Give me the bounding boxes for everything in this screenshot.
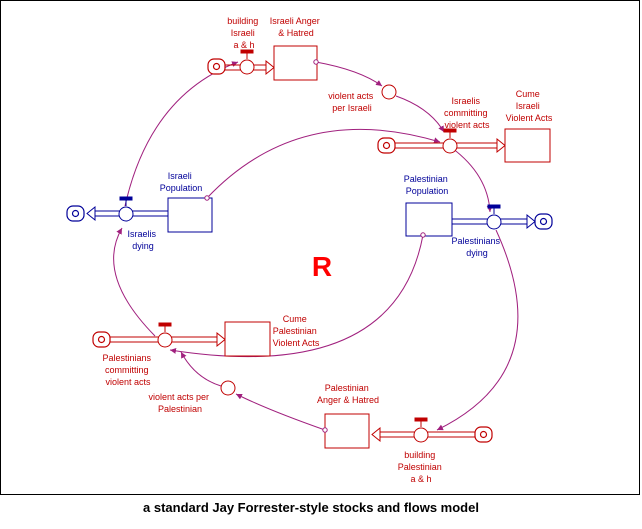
clouds: [66, 58, 553, 443]
label-palestinian-anger: Palestinian Anger & Hatred: [317, 383, 379, 405]
label-violent-acts-per-palestinian: violent acts per Palestinian: [148, 392, 211, 414]
link-origin-dots: [204, 59, 426, 433]
stock-flow-diagram: building Israeli a & h Israeli Anger & H…: [66, 16, 553, 484]
valve-building-israeli: [239, 49, 255, 75]
cloud-icon: [92, 331, 111, 348]
label-israeli-anger: Israeli Anger & Hatred: [270, 16, 323, 38]
label-violent-acts-per-israeli: violent acts per Israeli: [328, 91, 376, 113]
valves: [118, 49, 502, 443]
loop-polarity-label: R: [312, 251, 332, 282]
valve-palestinians-dying: [486, 204, 502, 230]
label-palestinian-population: Palestinian Population: [404, 174, 451, 196]
link-israeli-anger-to-converter: [315, 61, 383, 87]
label-israeli-population: Israeli Population: [160, 171, 203, 193]
label-israelis-dying: Israelis dying: [127, 229, 158, 251]
stock-israeli-anger: [273, 45, 318, 81]
link-converter-to-palestinians-committing: [180, 351, 222, 387]
link-israeli-pop-to-israelis-committing: [206, 128, 441, 199]
label-palestinians-committing: Palestinians committing violent acts: [102, 353, 153, 387]
diagram-frame: [0, 0, 640, 495]
stock-israeli-population: [167, 197, 213, 233]
valve-building-palestinian: [413, 417, 429, 443]
label-israelis-committing: Israelis committing violent acts: [444, 96, 490, 130]
valve-israelis-dying: [118, 196, 134, 222]
cloud-icon: [534, 213, 553, 230]
link-israelis-committing-to-palestinians-dying: [451, 147, 493, 213]
stock-palestinian-anger: [324, 413, 370, 449]
stock-cume-israeli: [504, 128, 551, 163]
stock-cume-palestinian: [224, 321, 271, 357]
figure-caption: a standard Jay Forrester-style stocks an…: [143, 500, 479, 515]
valve-israelis-committing: [442, 128, 458, 154]
converter-violent-acts-per-israeli: [381, 84, 397, 100]
cloud-icon: [377, 137, 396, 154]
link-converter-to-israelis-committing: [395, 95, 445, 133]
link-palestinians-committing-to-israelis-dying: [113, 227, 156, 337]
stock-palestinian-population: [405, 202, 453, 237]
cloud-icon: [207, 58, 226, 75]
stocks: [167, 45, 551, 449]
cloud-icon: [474, 426, 493, 443]
converter-violent-acts-per-palestinian: [220, 380, 236, 396]
converters: [220, 84, 397, 396]
valve-palestinians-committing: [157, 322, 173, 348]
label-palestinians-dying: Palestinians dying: [451, 236, 502, 258]
label-building-palestinian: building Palestinian a & h: [398, 450, 445, 484]
label-cume-palestinian: Cume Palestinian Violent Acts: [273, 314, 320, 348]
link-palestinian-anger-to-converter: [235, 393, 326, 431]
link-palestinians-dying-to-building-palestinian: [436, 229, 519, 431]
label-cume-israeli: Cume Israeli Violent Acts: [506, 89, 553, 123]
cloud-icon: [66, 205, 85, 222]
label-building-israeli: building Israeli a & h: [227, 16, 261, 50]
